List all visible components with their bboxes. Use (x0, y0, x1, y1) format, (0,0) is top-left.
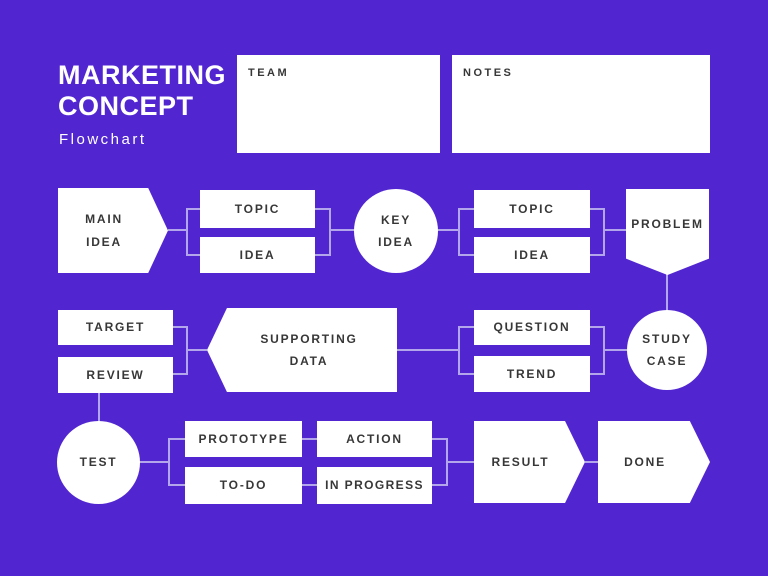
node-label: PROTOTYPE (198, 431, 289, 446)
node-result: RESULT (474, 421, 585, 503)
connector-line (173, 326, 188, 328)
node-trend: TREND (474, 356, 590, 392)
node-label: PROBLEM (631, 217, 704, 232)
connector-line (168, 438, 170, 486)
node-label: IDEA (239, 247, 276, 262)
page-subtitle: Flowchart (59, 131, 147, 148)
connector-line (458, 208, 460, 256)
node-label: KEY IDEA (378, 212, 414, 249)
node-done: DONE (598, 421, 710, 503)
node-label: TO-DO (219, 478, 268, 493)
connector-line (186, 349, 207, 351)
notes-panel-label: NOTES (463, 67, 514, 79)
node-label: STUDY CASE (642, 331, 692, 368)
node-key-idea: KEY IDEA (354, 189, 438, 273)
connector-line (186, 208, 200, 210)
connector-line (186, 208, 188, 256)
page-title-line1: MARKETING (58, 60, 226, 90)
connector-line (458, 373, 474, 375)
connector-line (590, 326, 605, 328)
connector-line (603, 208, 605, 256)
node-review: REVIEW (58, 357, 173, 393)
connector-line (98, 392, 100, 422)
node-label: TEST (79, 455, 118, 470)
connector-line (168, 438, 185, 440)
node-label: TOPIC (234, 201, 281, 216)
notes-panel: NOTES (452, 55, 710, 153)
node-label: IDEA (514, 247, 550, 262)
node-idea-1: IDEA (200, 237, 315, 273)
node-label: IN PROGRESS (325, 478, 424, 493)
page-title: MARKETING CONCEPT (58, 60, 226, 122)
connector-line (437, 229, 460, 231)
node-label: QUESTION (493, 320, 571, 335)
connector-line (603, 229, 626, 231)
team-panel-label: TEAM (248, 67, 290, 79)
connector-line (186, 254, 200, 256)
node-question: QUESTION (474, 310, 590, 345)
connector-line (666, 273, 668, 310)
connector-line (432, 438, 448, 440)
connector-line (458, 326, 474, 328)
node-label: TARGET (85, 320, 146, 335)
node-topic-1: TOPIC (200, 190, 315, 228)
node-in-progress: IN PROGRESS (317, 467, 432, 504)
connector-line (590, 373, 605, 375)
connector-line (603, 349, 627, 351)
node-label: ACTION (346, 431, 403, 446)
connector-line (315, 208, 331, 210)
node-idea-2: IDEA (474, 237, 590, 273)
connector-line (302, 438, 317, 440)
connector-line (397, 349, 460, 351)
node-label: RESULT (491, 454, 550, 469)
connector-line (329, 208, 331, 256)
connector-line (315, 254, 331, 256)
connector-line (590, 208, 605, 210)
connector-line (329, 229, 355, 231)
page-title-line2: CONCEPT (58, 91, 194, 121)
connector-line (168, 484, 185, 486)
connector-line (458, 326, 460, 375)
node-label: DONE (624, 454, 666, 469)
connector-line (585, 461, 598, 463)
connector-line (168, 229, 188, 231)
node-topic-2: TOPIC (474, 190, 590, 228)
node-label: TOPIC (509, 201, 555, 216)
node-label: REVIEW (86, 367, 145, 382)
node-label: MAIN IDEA (85, 212, 123, 249)
node-label: TREND (506, 366, 558, 381)
node-label: SUPPORTING DATA (260, 331, 358, 368)
node-target: TARGET (58, 310, 173, 345)
node-main-idea: MAIN IDEA (58, 188, 168, 273)
connector-line (590, 254, 605, 256)
connector-line (138, 461, 170, 463)
connector-line (173, 373, 188, 375)
connector-line (458, 208, 474, 210)
node-study-case: STUDY CASE (627, 310, 707, 390)
node-problem: PROBLEM (626, 189, 709, 275)
connector-line (458, 254, 474, 256)
team-panel: TEAM (237, 55, 440, 153)
connector-line (446, 461, 474, 463)
node-prototype: PROTOTYPE (185, 421, 302, 457)
node-action: ACTION (317, 421, 432, 457)
node-supporting-data: SUPPORTING DATA (207, 308, 397, 392)
node-test: TEST (57, 421, 140, 504)
connector-line (432, 484, 448, 486)
node-to-do: TO-DO (185, 467, 302, 504)
connector-line (302, 484, 317, 486)
